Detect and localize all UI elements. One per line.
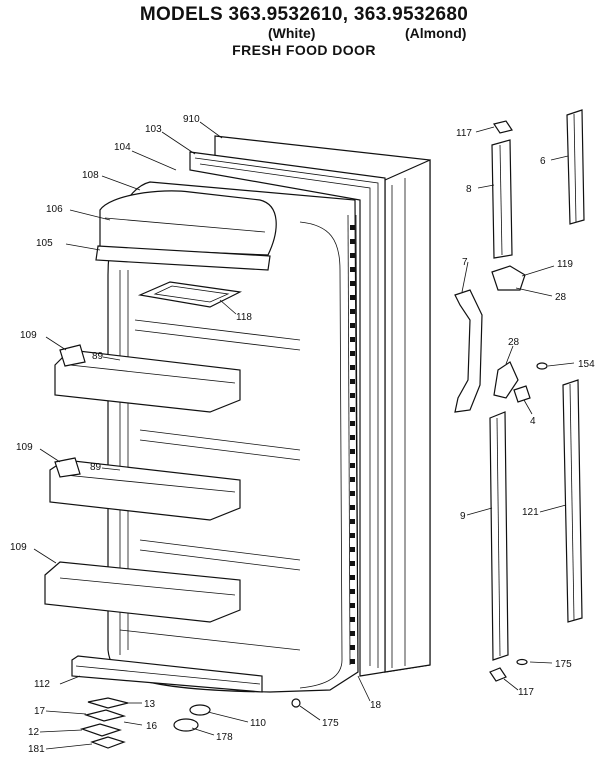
rail-hole [350, 491, 355, 496]
rail-hole [350, 365, 355, 370]
rail-hole [350, 561, 355, 566]
trim-strip-6 [566, 109, 585, 225]
label-104: 104 [114, 142, 131, 153]
rail-hole [350, 519, 355, 524]
rail-hole [350, 309, 355, 314]
label-17: 17 [34, 706, 46, 717]
rail-hole [350, 533, 355, 538]
almond-label: (Almond) [405, 25, 467, 41]
label-117-bottom: 117 [518, 687, 534, 698]
rail-hole [350, 547, 355, 552]
label-12: 12 [28, 727, 40, 738]
label-154: 154 [578, 359, 595, 370]
white-label: (White) [268, 25, 316, 41]
rail-hole [350, 421, 355, 426]
label-13: 13 [144, 699, 156, 710]
label-109-middle: 109 [16, 442, 33, 453]
door-bin-2 [49, 457, 241, 521]
label-89-middle: 89 [90, 462, 102, 473]
rail-hole [350, 659, 355, 664]
door-bin-3 [44, 561, 241, 623]
dairy-compartment [95, 190, 277, 271]
rail-hole [350, 575, 355, 580]
bottom-trim [71, 655, 263, 693]
rail-hole [350, 505, 355, 510]
trim-strip-9 [489, 411, 509, 661]
butter-tray [137, 281, 242, 308]
label-9: 9 [460, 511, 466, 522]
label-175-bottom: 175 [322, 718, 339, 729]
rail-hole [350, 393, 355, 398]
diagram-subtitle: FRESH FOOD DOOR [232, 42, 376, 58]
rail-hole [350, 253, 355, 258]
door-liner [107, 181, 359, 693]
label-118: 118 [236, 312, 252, 323]
end-cap-117-top [493, 120, 513, 134]
rail-hole [350, 239, 355, 244]
label-910: 910 [183, 114, 200, 125]
label-28-upper: 28 [555, 292, 567, 303]
label-109-bottom: 109 [10, 542, 27, 553]
trim-strip-8 [491, 139, 513, 259]
rail-hole [350, 645, 355, 650]
rail-hole [350, 267, 355, 272]
bottom-hinge-parts [79, 697, 301, 749]
hinge-bracket-28 [493, 361, 548, 403]
rail-hole [350, 351, 355, 356]
rail-hole [350, 477, 355, 482]
label-105: 105 [36, 238, 53, 249]
label-108: 108 [82, 170, 99, 181]
label-28-lower: 28 [508, 337, 520, 348]
label-119: 119 [557, 259, 573, 270]
label-8: 8 [466, 184, 472, 195]
label-121: 121 [522, 507, 539, 518]
rail-hole [350, 379, 355, 384]
label-178: 178 [216, 732, 233, 743]
rail-hole [350, 617, 355, 622]
rail-hole [350, 589, 355, 594]
trim-strip-121 [562, 379, 583, 623]
hinge-bracket-119 [491, 265, 526, 291]
label-112: 112 [34, 679, 50, 690]
rail-hole [350, 435, 355, 440]
rail-hole [350, 337, 355, 342]
rail-hole [350, 225, 355, 230]
rail-hole [350, 323, 355, 328]
rail-hole [350, 407, 355, 412]
door-bin-1 [54, 344, 241, 413]
models-title: MODELS 363.9532610, 363.9532680 [139, 4, 469, 25]
rail-hole [350, 295, 355, 300]
label-89-top: 89 [92, 351, 104, 362]
rail-hole [350, 463, 355, 468]
rail-hole [350, 631, 355, 636]
label-4: 4 [530, 416, 536, 427]
door-handle [454, 289, 483, 413]
label-18: 18 [370, 700, 382, 711]
screw-175-right [516, 658, 528, 666]
end-cap-117-bottom [489, 667, 507, 682]
label-103: 103 [145, 124, 162, 135]
rail-hole [350, 281, 355, 286]
label-110: 110 [250, 718, 266, 729]
label-106: 106 [46, 204, 63, 215]
label-117-top: 117 [456, 128, 472, 139]
label-6: 6 [540, 156, 546, 167]
label-7: 7 [462, 257, 468, 268]
label-16: 16 [146, 721, 158, 732]
part-labels: 910 103 104 108 106 105 118 109 89 109 8… [10, 114, 595, 755]
door-gasket [189, 151, 386, 677]
label-175-right: 175 [555, 659, 572, 670]
label-181: 181 [28, 744, 45, 755]
label-109-top: 109 [20, 330, 37, 341]
leader-lines [33, 121, 575, 750]
rail-hole [350, 449, 355, 454]
rail-hole [350, 603, 355, 608]
